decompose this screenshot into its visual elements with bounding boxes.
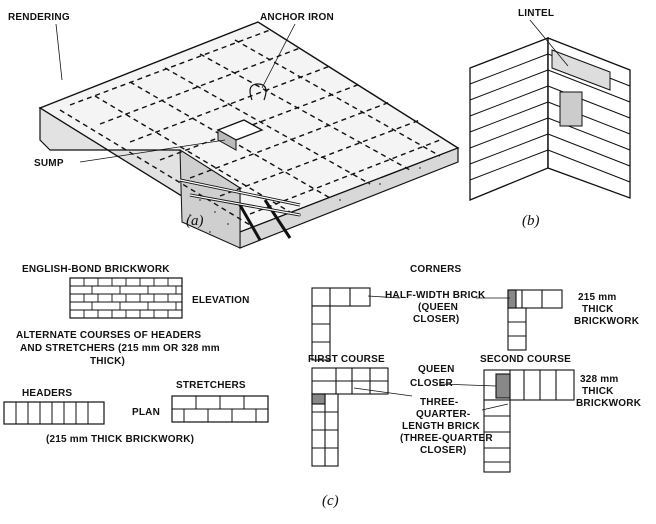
- thick-328-label-2: THICK: [582, 386, 614, 397]
- queen-closer-label-2: CLOSER: [410, 378, 453, 389]
- three-quarter-label-4: (THREE-QUARTER: [400, 433, 493, 444]
- sump-leader: [79, 139, 226, 163]
- sump-label: SUMP: [34, 158, 64, 169]
- queen-closer-215: [507, 289, 517, 309]
- rendering-label: RENDERING: [8, 12, 70, 23]
- caption-a: (a): [186, 213, 204, 229]
- reinforcing-grid: [59, 29, 441, 226]
- three-quarter-leader-left: [353, 387, 413, 397]
- english-bond-elevation: [69, 277, 183, 319]
- brick-corner-illustration: [469, 19, 631, 201]
- second-course-label: SECOND COURSE: [480, 354, 571, 365]
- three-quarter-label-2: QUARTER-: [416, 409, 470, 420]
- corner-328-second: [483, 369, 575, 473]
- elevation-label: ELEVATION: [192, 295, 250, 306]
- half-width-leader-left: [367, 295, 401, 299]
- three-quarter-closer-328: [311, 393, 326, 405]
- three-quarter-leader-right: [481, 403, 509, 411]
- plan-label: PLAN: [132, 407, 160, 418]
- thick-328-label-3: BRICKWORK: [576, 398, 642, 409]
- thick-215-label-2: THICK: [582, 304, 614, 315]
- half-width-label-2: (QUEEN: [418, 302, 458, 313]
- corner-328-first: [311, 367, 389, 467]
- three-quarter-label-5: CLOSER): [420, 445, 466, 456]
- english-bond-title: ENGLISH-BOND BRICKWORK: [22, 264, 170, 275]
- stretchers-plan: [171, 395, 269, 423]
- english-bond-desc-1: ALTERNATE COURSES OF HEADERS: [16, 330, 201, 341]
- queen-closer-328: [495, 373, 511, 399]
- thickness-note: (215 mm THICK BRICKWORK): [46, 434, 194, 445]
- anchor-iron-leader: [261, 23, 296, 89]
- caption-b: (b): [522, 213, 540, 229]
- headers-label: HEADERS: [22, 388, 72, 399]
- slab-illustration: [38, 21, 460, 249]
- stretchers-label: STRETCHERS: [176, 380, 246, 391]
- headers-plan: [3, 401, 105, 425]
- lintel-block: [551, 49, 611, 91]
- english-bond-desc-3: THICK): [90, 356, 125, 367]
- rendering-leader: [55, 23, 63, 81]
- thick-328-label-1: 328 mm: [580, 374, 618, 385]
- three-quarter-label-1: THREE-: [420, 397, 458, 408]
- caption-c: (c): [322, 493, 339, 509]
- corner-215-first: [311, 287, 371, 361]
- half-width-label-3: CLOSER): [413, 314, 459, 325]
- queen-closer-label-1: QUEEN: [418, 364, 455, 375]
- anchor-iron-label: ANCHOR IRON: [260, 12, 334, 23]
- three-quarter-label-3: LENGTH BRICK: [402, 421, 481, 432]
- lintel-leader: [529, 19, 569, 67]
- thick-215-label-3: BRICKWORK: [574, 316, 640, 327]
- first-course-label: FIRST COURSE: [308, 354, 385, 365]
- opening: [559, 91, 583, 127]
- thick-215-label-1: 215 mm: [578, 292, 616, 303]
- corners-title: CORNERS: [410, 264, 462, 275]
- anchor-iron-loop: [249, 83, 267, 101]
- half-width-label-1: HALF-WIDTH BRICK: [385, 290, 486, 301]
- queen-closer-leader: [439, 383, 497, 387]
- lintel-label: LINTEL: [518, 8, 554, 19]
- corner-215-second: [507, 289, 563, 351]
- english-bond-desc-2: AND STRETCHERS (215 mm OR 328 mm: [20, 343, 220, 354]
